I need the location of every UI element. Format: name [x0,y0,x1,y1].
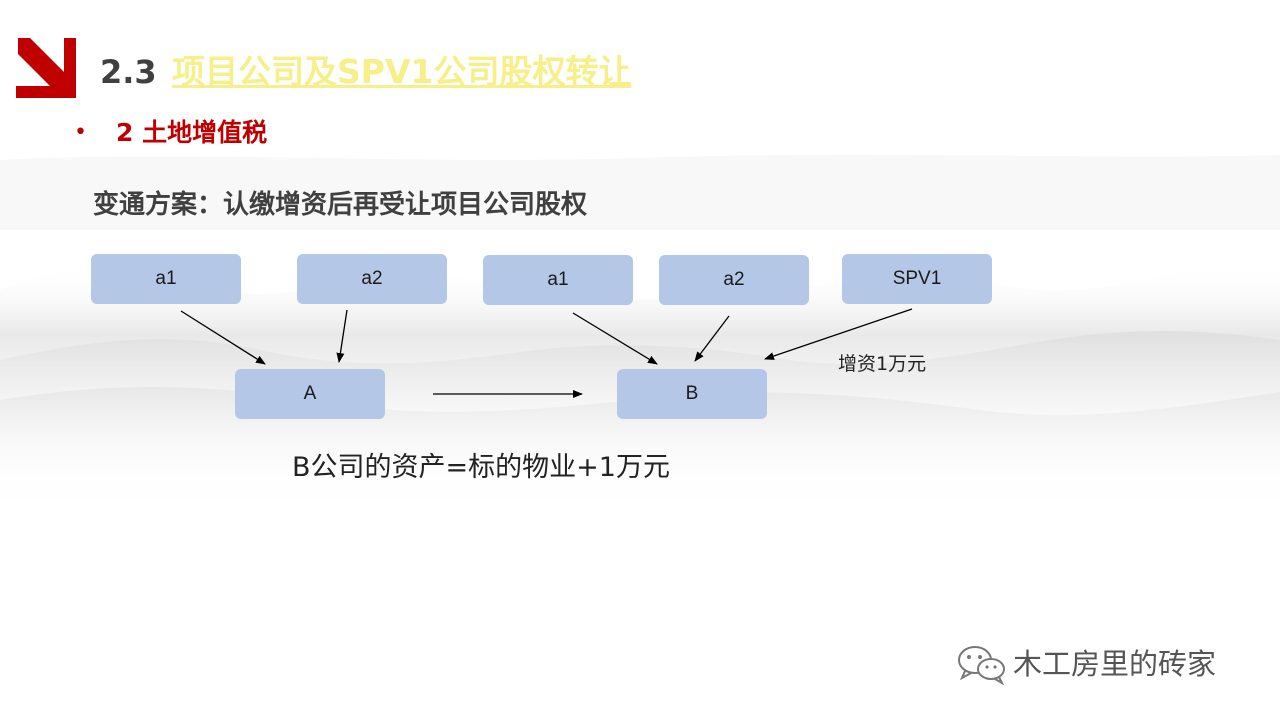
node-a2-right: a2 [659,255,809,305]
wechat-icon [958,646,1005,686]
watermark: 木工房里的砖家 [955,642,1216,686]
section-title: 项目公司及SPV1公司股权转让 [172,52,632,91]
node-spv1: SPV1 [842,254,992,304]
node-a2-left: a2 [297,254,447,304]
arrow-a1-left-to-A [180,310,266,365]
corner-arrow-icon [16,38,76,98]
node-a1-right: a1 [483,255,633,305]
asset-formula: B公司的资产=标的物业+1万元 [292,452,670,483]
arrow-a2-right-to-B [694,315,730,362]
node-a1-left: a1 [91,254,241,304]
node-B: B [617,369,767,419]
subtitle: 变通方案：认缴增资后再受让项目公司股权 [93,190,588,220]
bullet-text: 2 土地增值税 [116,118,268,147]
node-A: A [235,369,385,419]
edge-label-capital-increase: 增资1万元 [838,353,927,375]
arrow-a1-right-to-B [572,312,658,365]
watermark-text: 木工房里的砖家 [1013,647,1217,681]
section-number: 2.3 [100,53,157,91]
bullet-dot: • [74,120,87,145]
arrow-a2-left-to-A [336,309,348,363]
